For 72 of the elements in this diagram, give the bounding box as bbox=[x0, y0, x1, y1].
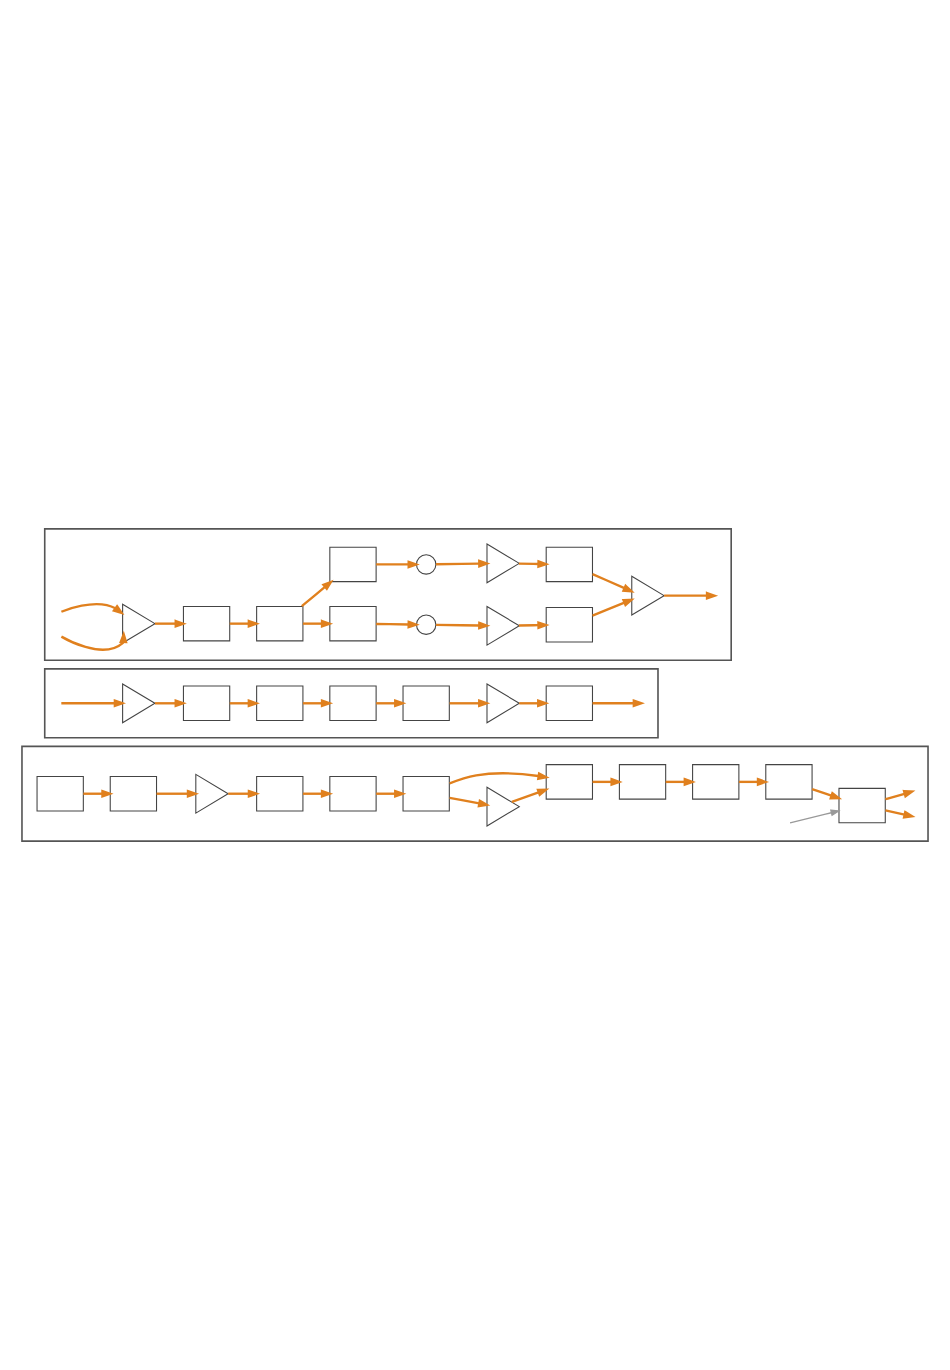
arrow bbox=[229, 619, 260, 628]
node-box bbox=[329, 605, 377, 642]
arrow bbox=[885, 789, 916, 801]
arrow bbox=[376, 620, 420, 629]
arrow bbox=[518, 559, 550, 569]
node-triangle bbox=[486, 543, 521, 584]
node-box bbox=[545, 546, 593, 583]
node-box bbox=[545, 685, 593, 722]
node-box bbox=[256, 775, 304, 812]
node-box bbox=[838, 787, 886, 824]
arrow bbox=[592, 699, 645, 708]
node-triangle bbox=[122, 603, 156, 644]
arrow bbox=[664, 591, 719, 600]
node-box bbox=[692, 764, 740, 800]
arrow bbox=[376, 789, 407, 799]
node-box bbox=[36, 775, 84, 812]
arrow bbox=[156, 789, 200, 799]
node-circle bbox=[415, 554, 437, 575]
arrow bbox=[592, 598, 635, 617]
arrow bbox=[436, 621, 491, 630]
arrow bbox=[449, 796, 491, 808]
node-triangle bbox=[122, 682, 156, 724]
node-box bbox=[329, 546, 377, 583]
node-box bbox=[402, 775, 450, 812]
node-box bbox=[402, 685, 450, 722]
node-triangle bbox=[486, 682, 521, 724]
arrow bbox=[61, 699, 126, 708]
arrow bbox=[511, 788, 550, 804]
arrow bbox=[302, 619, 334, 628]
arrow bbox=[885, 809, 916, 819]
arrow bbox=[155, 699, 187, 708]
arrow bbox=[592, 573, 635, 593]
arrow bbox=[376, 699, 407, 708]
node-box bbox=[182, 685, 231, 722]
node-box bbox=[545, 764, 593, 800]
arrow bbox=[665, 777, 696, 787]
arrow bbox=[738, 777, 770, 787]
arrow bbox=[519, 699, 550, 708]
arrow bbox=[302, 699, 334, 708]
node-triangle bbox=[486, 786, 521, 827]
arrow bbox=[811, 788, 843, 800]
arrow bbox=[60, 630, 128, 651]
arrow bbox=[436, 559, 491, 568]
arrow bbox=[228, 789, 261, 799]
arrow bbox=[229, 699, 260, 708]
arrow bbox=[155, 619, 187, 628]
node-box bbox=[545, 606, 593, 643]
node-circle bbox=[415, 614, 437, 635]
arrow bbox=[449, 699, 491, 708]
node-triangle bbox=[631, 575, 666, 616]
node-box bbox=[618, 764, 667, 800]
arrow bbox=[592, 777, 623, 787]
node-triangle bbox=[195, 773, 230, 815]
arrow bbox=[83, 789, 114, 799]
node-box bbox=[329, 775, 377, 812]
arrow bbox=[449, 771, 550, 785]
cluster bbox=[43, 528, 732, 662]
node-box bbox=[765, 764, 813, 800]
node-triangle bbox=[486, 605, 521, 647]
node-box bbox=[256, 685, 304, 722]
arrow bbox=[302, 789, 334, 799]
arrow bbox=[60, 603, 125, 615]
node-box bbox=[329, 685, 377, 722]
node-box bbox=[109, 775, 158, 812]
node-box bbox=[182, 605, 231, 642]
arrow bbox=[301, 579, 334, 608]
arrow bbox=[789, 809, 841, 824]
cluster bbox=[43, 668, 659, 739]
cluster bbox=[21, 745, 929, 842]
arrow bbox=[518, 620, 550, 630]
arrow bbox=[376, 560, 420, 569]
node-box bbox=[256, 605, 304, 642]
